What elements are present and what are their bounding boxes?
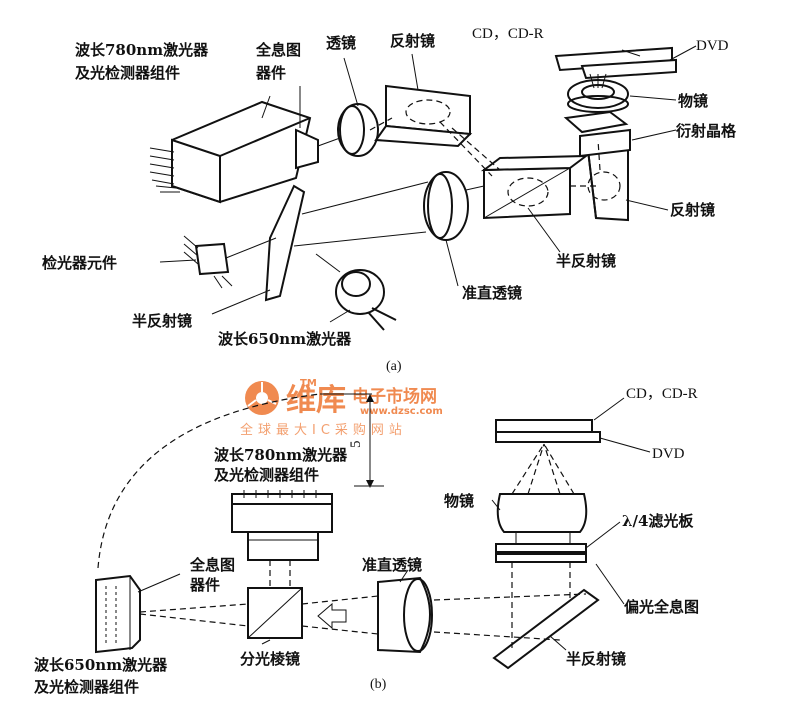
diagram-a: 波长780nm激光器 及光检测器组件 全息图 器件 透镜 反射镜 CD，CD-R… <box>42 26 737 374</box>
watermark-sub: 电子市场网 <box>352 386 437 407</box>
dimension-5: 5 <box>348 394 384 488</box>
label-laser650-b-2: 及光检测器组件 <box>34 678 139 696</box>
disc-plates-b <box>495 419 601 443</box>
label-mirror-right-a: 反射镜 <box>670 201 715 219</box>
laser-780-module-a <box>149 100 319 204</box>
label-mirror-top-a: 反射镜 <box>390 32 435 50</box>
label-hologram-a-1: 全息图 <box>255 41 301 59</box>
label-laser780-a-1: 波长780nm激光器 <box>75 41 209 59</box>
beam-arrow-icon <box>317 602 347 630</box>
label-half-mirror-left-a: 半反射镜 <box>132 312 192 330</box>
half-mirror-cube-a <box>480 154 590 220</box>
beams-a <box>225 117 601 259</box>
label-dvd-a: DVD <box>696 38 729 54</box>
label-lens-a: 透镜 <box>326 34 356 52</box>
label-laser650-b-1: 波长650nm激光器 <box>34 656 168 674</box>
label-cd-a: CD，CD-R <box>472 26 544 42</box>
laser-780-module-b <box>231 490 333 561</box>
label-laser650-a: 波长650nm激光器 <box>218 330 352 348</box>
mirror-top-a <box>374 84 473 148</box>
objective-assembly-a <box>563 79 631 158</box>
watermark: 维库 TM 电子市场网 www.dzsc.com 全球最大IC采购网站 <box>240 378 443 438</box>
mirror-right-a <box>586 149 629 222</box>
half-mirror-plate-a <box>264 184 306 302</box>
label-objective-a: 物镜 <box>678 92 708 110</box>
label-grating-a: 衍射晶格 <box>675 122 737 140</box>
label-dimension-b: 5 <box>348 441 364 449</box>
beams-b <box>139 443 587 650</box>
label-polarizing-hologram-b: 偏光全息图 <box>624 598 699 616</box>
diagram-b: 5 <box>34 386 699 696</box>
objective-assembly-b <box>495 493 588 563</box>
caption-a: (a) <box>386 359 402 374</box>
watermark-brand: 维库 <box>286 383 346 418</box>
laser-650-module-b <box>95 574 141 654</box>
label-objective-b: 物镜 <box>444 492 474 510</box>
label-hologram-b-2: 器件 <box>189 576 220 594</box>
label-hologram-b-1: 全息图 <box>189 556 235 574</box>
laser-650-can-a <box>315 253 397 331</box>
half-mirror-b <box>492 588 600 670</box>
label-collimator-b: 准直透镜 <box>362 556 422 574</box>
label-quarter-wave-b: λ/4滤光板 <box>622 512 694 530</box>
watermark-tm: TM <box>300 378 317 389</box>
caption-b: (b) <box>370 677 387 692</box>
label-laser780-b-2: 及光检测器组件 <box>214 466 319 484</box>
label-beam-splitter-b: 分光棱镜 <box>240 650 300 668</box>
watermark-slogan: 全球最大IC采购网站 <box>240 422 407 438</box>
label-dvd-b: DVD <box>652 446 685 462</box>
collimator-b <box>377 576 433 654</box>
label-hologram-a-2: 器件 <box>255 64 286 82</box>
leaders-a <box>159 45 697 323</box>
disc-plates-a <box>554 46 677 89</box>
detector-element-a <box>183 235 233 289</box>
label-half-mirror-b: 半反射镜 <box>566 650 626 668</box>
collimator-a <box>423 171 469 241</box>
leaders-b <box>137 397 651 651</box>
lens-a <box>337 103 379 157</box>
watermark-url: www.dzsc.com <box>360 406 443 417</box>
label-collimator-a: 准直透镜 <box>462 284 522 302</box>
label-half-mirror-right-a: 半反射镜 <box>556 252 616 270</box>
label-laser780-b-1: 波长780nm激光器 <box>214 446 348 464</box>
label-detector-a: 检光器元件 <box>42 254 117 272</box>
label-laser780-a-2: 及光检测器组件 <box>75 64 180 82</box>
watermark-logo-icon <box>245 381 279 415</box>
label-cd-b: CD，CD-R <box>626 386 698 402</box>
beam-splitter-b <box>247 587 303 639</box>
